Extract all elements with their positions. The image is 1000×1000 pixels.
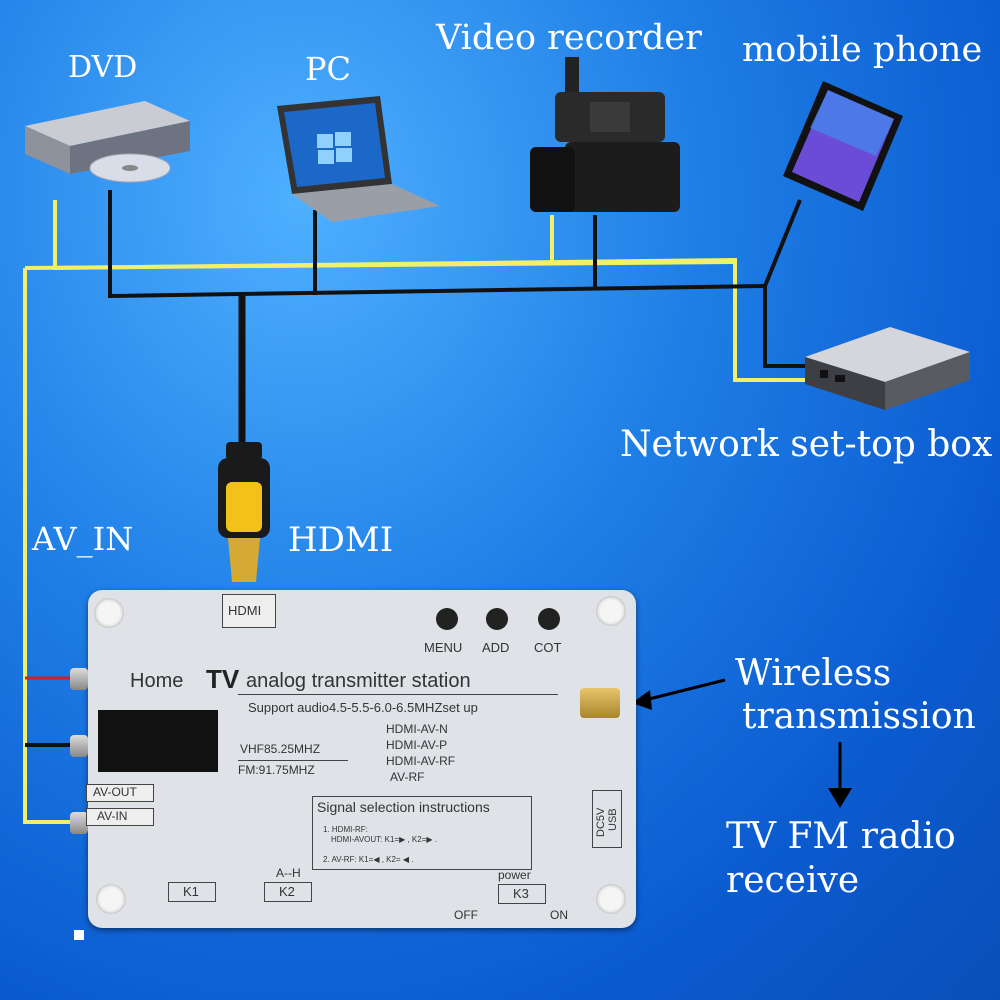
av-in-label: AV_IN bbox=[32, 520, 134, 558]
rca-jack-yellow[interactable] bbox=[70, 812, 88, 834]
av-in-label-box: AV-IN bbox=[86, 808, 154, 826]
signal-line-1: 1. HDMI-RF: bbox=[323, 825, 368, 834]
title-tv: TV bbox=[206, 664, 240, 694]
dc5v-label: DC5V bbox=[595, 807, 607, 837]
wireless-arrow-line bbox=[644, 678, 726, 702]
screw bbox=[596, 596, 626, 626]
cot-label: COT bbox=[534, 640, 562, 655]
dc5v-usb-port[interactable]: DC5V USB bbox=[592, 790, 622, 848]
add-label: ADD bbox=[482, 640, 510, 655]
rca-jack-red[interactable] bbox=[70, 668, 88, 690]
vhf-frequency: VHF85.25MHZ bbox=[240, 742, 321, 756]
signal-line-2: HDMI-AVOUT: K1=▶ , K2=▶ . bbox=[331, 835, 437, 844]
down-arrow-head bbox=[828, 788, 852, 808]
antenna-connector[interactable] bbox=[580, 688, 620, 718]
usb-label: USB bbox=[607, 808, 619, 831]
hdmi-plug-icon bbox=[218, 442, 270, 582]
video-recorder-label: Video recorder bbox=[436, 18, 702, 58]
k2-switch[interactable]: K2 bbox=[264, 882, 312, 902]
menu-label: MENU bbox=[424, 640, 463, 655]
mode-hdmi-av-p: HDMI-AV-P bbox=[386, 738, 448, 752]
mode-av-rf: AV-RF bbox=[390, 770, 425, 784]
av-out-label: AV-OUT bbox=[93, 785, 137, 799]
off-label: OFF bbox=[454, 908, 478, 922]
dvd-label: DVD bbox=[68, 50, 138, 85]
mode-hdmi-av-n: HDMI-AV-N bbox=[386, 722, 448, 736]
transmitter-station-box: HDMI MENU ADD COT Home TV analog transmi… bbox=[70, 590, 636, 928]
k3-power-switch[interactable]: K3 bbox=[498, 884, 546, 904]
laptop-pc-icon bbox=[277, 96, 440, 222]
menu-button[interactable] bbox=[436, 608, 458, 630]
pc-label: PC bbox=[305, 50, 352, 88]
wireless-label: Wireless bbox=[735, 653, 892, 694]
hdmi-label: HDMI bbox=[288, 520, 394, 560]
transmission-label: transmission bbox=[742, 696, 976, 737]
k3-label: K3 bbox=[513, 886, 529, 901]
dvd-player-icon bbox=[25, 101, 190, 183]
k2-label: K2 bbox=[279, 884, 295, 899]
wireless-arrow-head bbox=[632, 690, 652, 710]
av-out-label-box: AV-OUT bbox=[86, 784, 154, 802]
hdmi-port[interactable]: HDMI bbox=[222, 594, 276, 628]
power-label: power bbox=[498, 868, 531, 882]
mobile-phone-label: mobile phone bbox=[742, 30, 983, 70]
set-top-box-icon bbox=[805, 327, 970, 410]
screw bbox=[94, 598, 124, 628]
k1-label: K1 bbox=[183, 884, 199, 899]
on-label: ON bbox=[550, 908, 568, 922]
add-button[interactable] bbox=[486, 608, 508, 630]
title-underline bbox=[238, 694, 558, 695]
av-in-port-label: AV-IN bbox=[97, 809, 128, 823]
tv-fm-radio-label: TV FM radio bbox=[726, 816, 956, 857]
support-text: Support audio4.5-5.5-6.0-6.5MHZset up bbox=[248, 700, 478, 715]
cot-button[interactable] bbox=[538, 608, 560, 630]
rca-jack-black[interactable] bbox=[70, 735, 88, 757]
yellow-av-wires bbox=[23, 200, 805, 824]
freq-divider bbox=[238, 760, 348, 761]
signal-instructions-title: Signal selection instructions bbox=[317, 799, 490, 815]
hdmi-port-label: HDMI bbox=[228, 603, 262, 618]
title-rest: analog transmitter station bbox=[246, 670, 471, 692]
receive-label: receive bbox=[726, 860, 860, 901]
fm-frequency: FM:91.75MHZ bbox=[238, 763, 315, 777]
screw bbox=[596, 884, 626, 914]
signal-line-3: 2. AV-RF: K1=◀ , K2= ◀ . bbox=[323, 855, 414, 864]
k1-switch[interactable]: K1 bbox=[168, 882, 216, 902]
signal-instructions-box: Signal selection instructions 1. HDMI-RF… bbox=[312, 796, 532, 870]
set-top-box-label: Network set-top box bbox=[620, 424, 993, 465]
a-h-label: A--H bbox=[276, 866, 301, 880]
small-white-square bbox=[74, 930, 84, 940]
title-home: Home bbox=[130, 670, 184, 692]
screw bbox=[96, 884, 126, 914]
mobile-phone-icon bbox=[783, 81, 903, 211]
video-camera-icon bbox=[530, 57, 680, 212]
mode-hdmi-av-rf: HDMI-AV-RF bbox=[386, 754, 456, 768]
display-screen bbox=[98, 710, 218, 772]
